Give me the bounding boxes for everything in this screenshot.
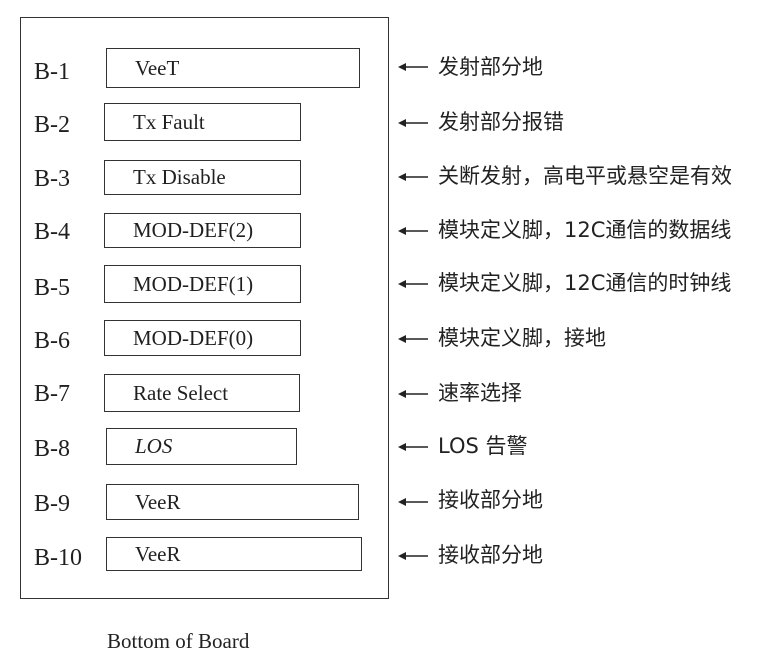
arrow-left-icon	[398, 119, 428, 127]
signal-box-b5: MOD-DEF(1)	[104, 265, 301, 303]
pin-description-b1: 发射部分地	[438, 55, 543, 79]
pin-description-b8: LOS 告警	[438, 434, 528, 458]
pin-label-b6: B-6	[34, 328, 70, 354]
pin-description-b7: 速率选择	[438, 381, 522, 405]
pin-description-b6: 模块定义脚，接地	[438, 326, 606, 350]
pin-label-b10: B-10	[34, 545, 82, 571]
pin-description-b10: 接收部分地	[438, 543, 543, 567]
arrow-left-icon	[398, 173, 428, 181]
signal-box-b8: LOS	[106, 428, 297, 465]
pin-description-b4: 模块定义脚，12C通信的数据线	[438, 218, 732, 242]
arrow-left-icon	[398, 335, 428, 343]
arrow-left-icon	[398, 552, 428, 560]
pin-label-b3: B-3	[34, 166, 70, 192]
pin-label-b9: B-9	[34, 491, 70, 517]
signal-box-b1: VeeT	[106, 48, 360, 88]
signal-box-b4: MOD-DEF(2)	[104, 213, 301, 248]
signal-box-b3: Tx Disable	[104, 160, 301, 195]
pin-label-b4: B-4	[34, 219, 70, 245]
signal-box-b7: Rate Select	[104, 374, 300, 412]
pin-description-b3: 关断发射，高电平或悬空是有效	[438, 164, 732, 188]
arrow-left-icon	[398, 443, 428, 451]
pin-description-b5: 模块定义脚，12C通信的时钟线	[438, 271, 732, 295]
arrow-left-icon	[398, 498, 428, 506]
arrow-left-icon	[398, 280, 428, 288]
arrow-left-icon	[398, 63, 428, 71]
pin-label-b7: B-7	[34, 381, 70, 407]
signal-box-b9: VeeR	[106, 484, 359, 520]
pin-description-b9: 接收部分地	[438, 488, 543, 512]
pin-label-b1: B-1	[34, 59, 70, 85]
pin-label-b8: B-8	[34, 436, 70, 462]
pin-label-b5: B-5	[34, 275, 70, 301]
arrow-left-icon	[398, 227, 428, 235]
signal-box-b10: VeeR	[106, 537, 362, 571]
signal-box-b6: MOD-DEF(0)	[104, 320, 301, 356]
pin-label-b2: B-2	[34, 112, 70, 138]
arrow-left-icon	[398, 390, 428, 398]
pin-description-b2: 发射部分报错	[438, 110, 564, 134]
board-caption: Bottom of Board	[107, 629, 250, 653]
signal-box-b2: Tx Fault	[104, 103, 301, 141]
board-outline	[20, 17, 389, 599]
